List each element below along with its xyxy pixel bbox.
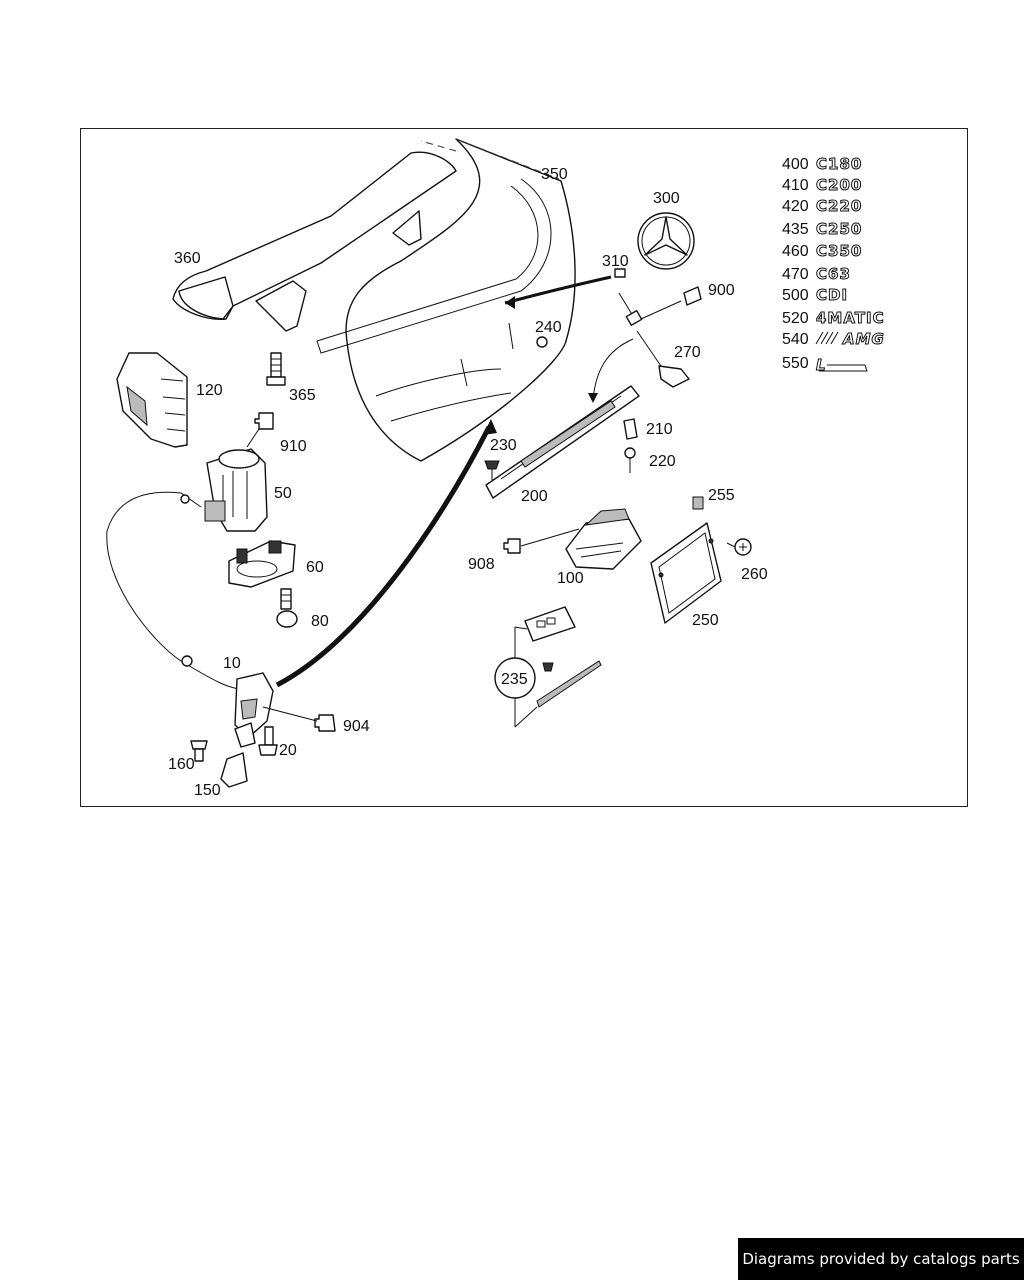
callout-900: 900	[708, 282, 735, 299]
callout-250: 250	[692, 612, 719, 629]
kit-235	[494, 606, 602, 728]
parts-diagram: 350 300 360 310 900 240 270 120 365 210 …	[106, 138, 885, 799]
callout-910: 910	[280, 438, 307, 455]
cover-120	[116, 352, 188, 448]
connector-904	[314, 714, 336, 732]
badge-lettering: 4MATIC	[816, 309, 885, 327]
badge-number: 410	[782, 177, 809, 194]
badge-row: 435 C250	[782, 220, 862, 239]
callout-10: 10	[223, 655, 241, 672]
callout-904: 904	[343, 718, 370, 735]
camera-unit	[520, 508, 642, 570]
callout-60: 60	[306, 559, 324, 576]
badge-number: 520	[782, 310, 809, 327]
screw-20	[258, 726, 278, 756]
badge-number: 460	[782, 243, 809, 260]
nut-255	[692, 496, 704, 510]
badge-legend: 400 C180 410 C200 420 C220 435 C250 460 C350 470 C6…	[782, 155, 885, 375]
badge-lettering: CDI	[816, 286, 848, 304]
badge-number: 400	[782, 156, 809, 173]
badge-number: 435	[782, 221, 809, 238]
callout-350: 350	[541, 166, 568, 183]
callout-235: 235	[501, 671, 528, 688]
release-cable	[106, 491, 248, 690]
badge-number: 420	[782, 198, 809, 215]
callout-120: 120	[196, 382, 223, 399]
badge-row: 460 C350	[782, 242, 862, 261]
bolt-365	[266, 352, 286, 386]
bolt-160	[190, 740, 208, 762]
clip-240	[536, 336, 548, 348]
parts-diagram-frame: 350 300 360 310 900 240 270 120 365 210 …	[80, 128, 968, 807]
callout-270: 270	[674, 344, 701, 361]
amg-stripes-icon	[815, 331, 839, 345]
connector-910	[254, 412, 274, 430]
plate-holder	[650, 522, 722, 624]
lock-cylinder	[204, 448, 268, 532]
trunk-lid	[316, 138, 576, 462]
callout-260: 260	[741, 566, 768, 583]
callout-150: 150	[194, 782, 221, 799]
badge-number: 540	[782, 331, 809, 348]
badge-row: 400 C180	[782, 155, 862, 174]
callout-80: 80	[311, 613, 329, 630]
badge-row: 500 CDI	[782, 286, 848, 305]
badge-row: 540 AMG	[782, 330, 885, 349]
badge-lettering: L	[816, 356, 827, 374]
callout-210: 210	[646, 421, 673, 438]
badge-row: 470 C63	[782, 265, 851, 284]
screw-230	[484, 460, 500, 481]
callout-160: 160	[168, 756, 195, 773]
badge-lettering: C220	[816, 197, 862, 215]
callout-240: 240	[535, 319, 562, 336]
badge-lettering: C250	[816, 220, 862, 238]
callout-230: 230	[490, 437, 517, 454]
callout-255: 255	[708, 487, 735, 504]
wiring-harness	[588, 286, 702, 403]
badge-lettering: C63	[816, 265, 851, 283]
star-emblem	[637, 212, 695, 270]
badge-row: 420 C220	[782, 197, 862, 216]
bolt-80	[276, 588, 298, 628]
screw-260	[726, 538, 752, 556]
callout-50: 50	[274, 485, 292, 502]
l-badge-underline-icon	[819, 364, 868, 372]
badge-row: 410 C200	[782, 176, 862, 195]
callout-labels: 350 300 360 310 900 240 270 120 365 210 …	[168, 166, 768, 799]
callout-200: 200	[521, 488, 548, 505]
handle-base	[228, 540, 296, 588]
rear-spoiler	[172, 151, 457, 332]
badge-number: 550	[782, 355, 809, 372]
callout-360: 360	[174, 250, 201, 267]
grommet-310	[614, 268, 626, 278]
handle-strip	[485, 385, 640, 499]
callout-100: 100	[557, 570, 584, 587]
badge-lettering: C350	[816, 242, 862, 260]
badge-row: 520 4MATIC	[782, 309, 885, 328]
badge-row: 550 L	[782, 355, 868, 375]
badge-number: 470	[782, 266, 809, 283]
screw-220	[624, 447, 636, 473]
latch-arrow	[275, 425, 492, 688]
callout-220: 220	[649, 453, 676, 470]
badge-lettering: AMG	[842, 330, 885, 348]
badge-lettering: C200	[816, 176, 862, 194]
footer-banner: Diagrams provided by catalogs parts	[738, 1238, 1024, 1280]
callout-300: 300	[653, 190, 680, 207]
callout-365: 365	[289, 387, 316, 404]
latch-10	[234, 672, 274, 748]
badge-lettering: C180	[816, 155, 862, 173]
callout-310: 310	[602, 253, 629, 270]
callout-908: 908	[468, 556, 495, 573]
connector-908	[503, 538, 521, 554]
callout-20: 20	[279, 742, 297, 759]
badge-number: 500	[782, 287, 809, 304]
clip-210	[623, 418, 638, 440]
bracket-150	[220, 752, 248, 788]
